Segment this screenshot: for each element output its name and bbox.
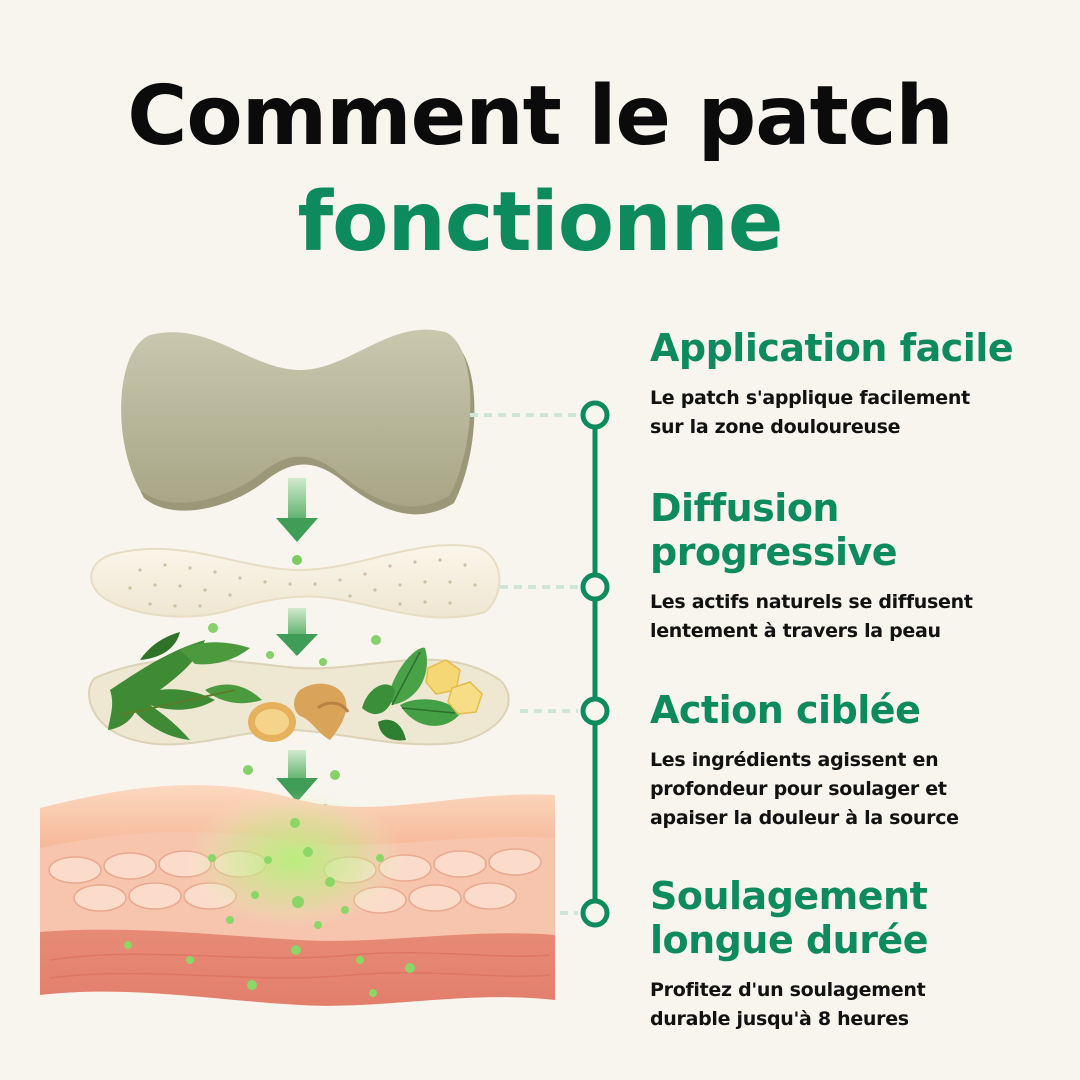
desc-line: lentement à travers la peau [650,620,941,642]
desc-line: durable jusqu'à 8 heures [650,1008,909,1030]
desc-line: Le patch s'applique facilement [650,387,970,409]
step-title: Diffusion progressive [650,486,1070,574]
particle-icon [124,818,415,997]
crystal-icon [425,659,483,715]
step-4: Soulagement longue durée Profitez d'un s… [650,874,1070,1034]
desc-line: profondeur pour soulager et [650,778,947,800]
step-description: Profitez d'un soulagement durable jusqu'… [650,976,1070,1034]
title-line-1: Comment le patch [127,69,954,164]
title-line: longue durée [650,918,928,962]
ginger-icon [248,683,350,742]
step-description: Les ingrédients agissent en profondeur p… [650,746,1070,833]
step-title: Soulagement longue durée [650,874,1070,962]
arrow-down-icon [276,608,318,656]
step-2: Diffusion progressive Les actifs naturel… [650,486,1070,646]
title-line: Diffusion [650,486,840,530]
arrow-down-icon [276,478,318,542]
page-title: Comment le patch fonctionne [0,64,1080,276]
step-title: Action ciblée [650,688,921,732]
desc-line: Les ingrédients agissent en [650,749,939,771]
title-line: progressive [650,530,898,574]
title-line: Soulagement [650,874,928,918]
herbal-layer [88,632,510,746]
patch-layer [121,329,475,515]
desc-line: apaiser la douleur à la source [650,807,959,829]
step-title: Application facile [650,326,1014,370]
mint-icon [362,647,460,741]
particle-icon [292,555,302,565]
herb-icon [108,632,262,740]
arrow-down-icon [276,750,318,802]
perforated-film-layer [90,544,501,619]
step-1: Application facile Le patch s'applique f… [650,326,1070,442]
step-description: Les actifs naturels se diffusent lenteme… [650,588,1070,646]
desc-line: Profitez d'un soulagement [650,979,926,1001]
step-3: Action ciblée Les ingrédients agissent e… [650,688,1070,833]
skin-layer [40,785,555,1006]
particle-icon [208,623,381,666]
desc-line: Les actifs naturels se diffusent [650,591,973,613]
desc-line: sur la zone douloureuse [650,416,901,438]
patch-illustration [40,329,555,1006]
step-description: Le patch s'applique facilement sur la zo… [650,384,1070,442]
title-line-2: fonctionne [297,175,783,270]
